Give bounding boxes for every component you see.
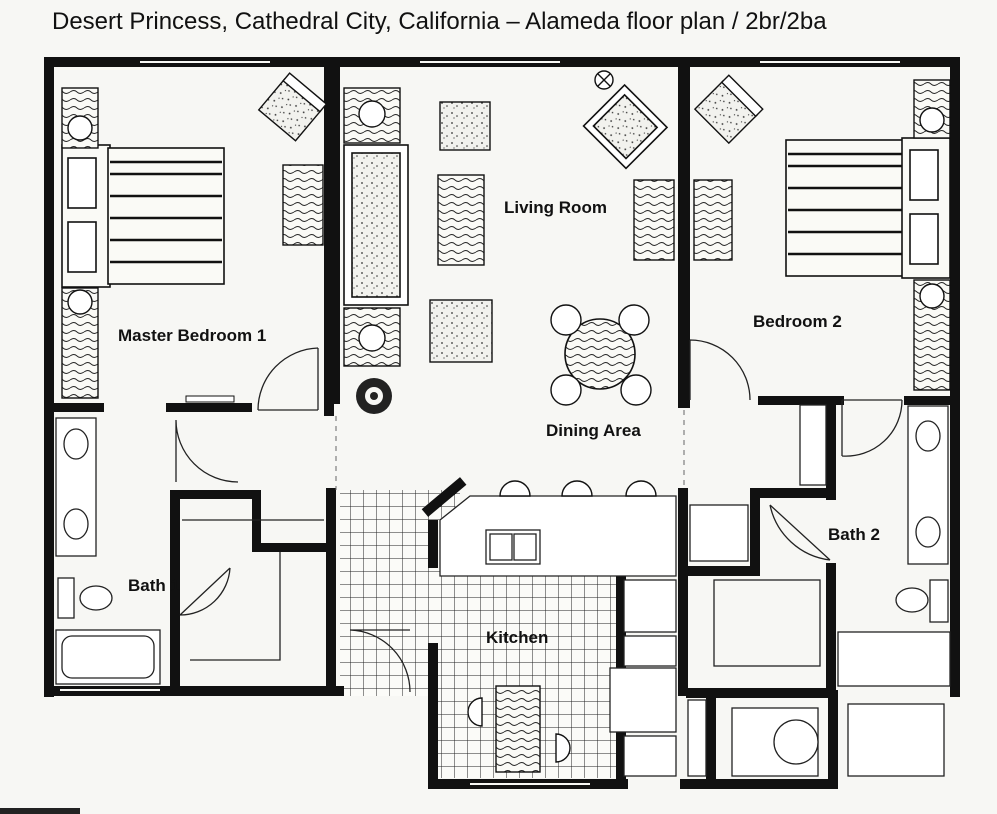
tv-cabinet xyxy=(633,179,675,261)
ottoman-top xyxy=(439,101,491,151)
bath2-fixtures xyxy=(689,404,951,687)
space-boundaries xyxy=(335,410,685,490)
laundry-appliances xyxy=(687,699,945,777)
ottoman-bottom xyxy=(429,299,493,363)
scale-bar xyxy=(0,808,80,814)
dining-table xyxy=(564,318,636,390)
room-label-master-bedroom: Master Bedroom 1 xyxy=(118,326,267,345)
bedroom2-armchair xyxy=(693,74,764,145)
end-tables xyxy=(343,87,401,367)
bar-stools xyxy=(499,480,657,497)
bath1-fixtures xyxy=(55,417,324,685)
room-label-living-room: Living Room xyxy=(504,198,607,217)
windows xyxy=(60,61,900,785)
dining-chairs xyxy=(550,304,652,406)
bedroom2-dresser xyxy=(693,179,733,261)
kitchen-table xyxy=(467,685,571,773)
room-label-bedroom2: Bedroom 2 xyxy=(753,312,842,331)
room-label-bath2: Bath 2 xyxy=(828,525,880,544)
room-label-kitchen: Kitchen xyxy=(486,628,549,647)
doors xyxy=(175,339,903,693)
master-bed xyxy=(61,144,225,288)
coffee-table xyxy=(437,174,485,266)
master-nightstands xyxy=(61,87,99,399)
master-armchair xyxy=(257,72,328,142)
room-label-bath1: Bath 1 xyxy=(128,576,180,595)
kitchen-counters xyxy=(439,495,677,777)
closet-shelf xyxy=(185,395,235,403)
page-title: Desert Princess, Cathedral City, Califor… xyxy=(52,8,827,35)
room-label-dining-area: Dining Area xyxy=(546,421,641,440)
bedroom2-bed xyxy=(785,137,951,279)
potted-plant-icon xyxy=(356,378,392,414)
living-armchair xyxy=(582,83,669,170)
sofa xyxy=(343,144,409,306)
master-dresser xyxy=(282,164,324,246)
floor-lamp-icon xyxy=(594,70,614,90)
bedroom2-nightstands xyxy=(913,79,951,391)
